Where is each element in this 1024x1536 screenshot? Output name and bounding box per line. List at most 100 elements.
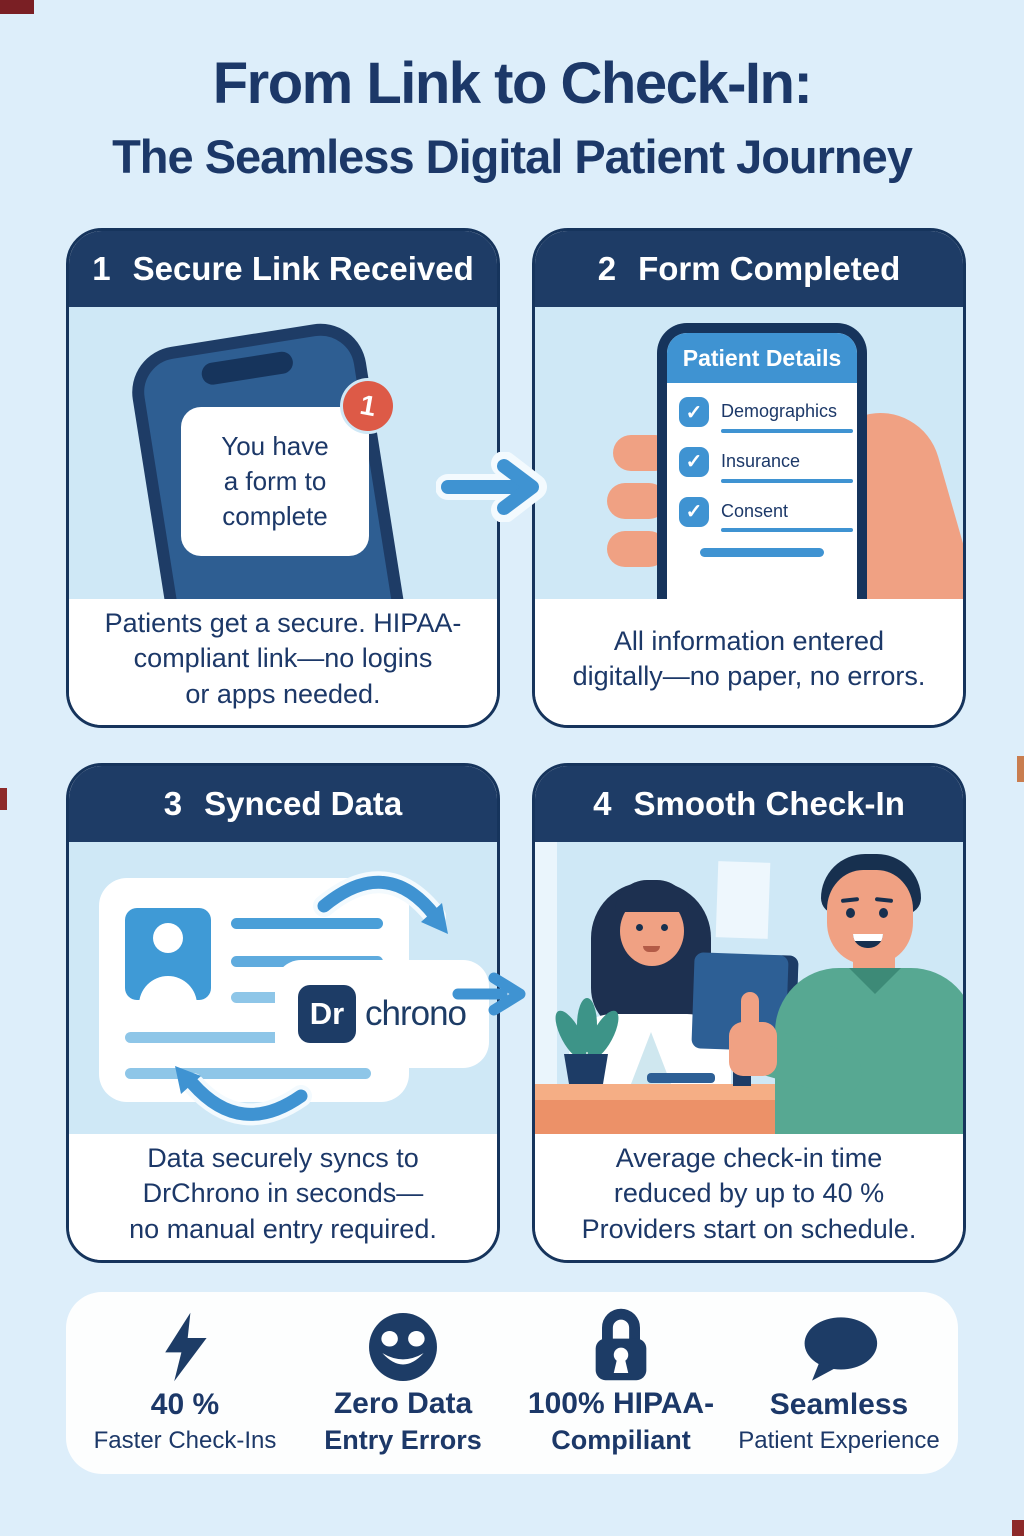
- step-1-header: 1 Secure Link Received: [69, 231, 497, 307]
- caption-line: Providers start on schedule.: [581, 1213, 917, 1244]
- stat-label: Faster Check-Ins: [93, 1426, 277, 1454]
- keyboard: [647, 1073, 715, 1083]
- title-line-2: The Seamless Digital Patient Journey: [112, 130, 913, 183]
- wall-frame: [715, 861, 771, 939]
- title-line-1: From Link to Check-In:: [212, 51, 813, 116]
- stat-label: Entry Errors: [324, 1425, 482, 1456]
- caption-line: or apps needed.: [185, 678, 381, 709]
- checkbox-checked-icon: ✓: [679, 397, 709, 427]
- notification-card: You have a form to complete: [181, 407, 369, 557]
- form-bottom-bar: [700, 548, 824, 558]
- notification-text-line: You have: [221, 431, 329, 461]
- step-2-caption: All information entered digitally—no pap…: [535, 599, 963, 725]
- checklist-item: ✓ Insurance: [679, 446, 857, 483]
- checklist-item: ✓ Demographics: [679, 397, 857, 433]
- step-1-illustration: You have a form to complete 1: [69, 307, 497, 599]
- field-underline: [721, 428, 853, 433]
- step-3-caption: Data securely syncs to DrChrono in secon…: [69, 1134, 497, 1260]
- flow-arrow-right-icon: [452, 972, 526, 1016]
- step-number: 3: [163, 785, 183, 822]
- step-3-header: 3 Synced Data: [69, 766, 497, 842]
- stat-value: Seamless: [769, 1388, 909, 1422]
- thumbs-up-icon: [741, 992, 759, 1030]
- artifact-mark: [1012, 1520, 1024, 1536]
- checklist-label: Demographics: [721, 401, 838, 421]
- record-text-line: [125, 1032, 363, 1043]
- desk-top: [535, 1084, 840, 1100]
- field-underline: [721, 528, 853, 533]
- receptionist-smile: [643, 946, 660, 952]
- step-title: Smooth Check-In: [633, 785, 905, 822]
- record-text-line: [125, 1068, 371, 1079]
- step-title: Form Completed: [638, 250, 901, 287]
- notification-text-line: complete: [222, 501, 328, 532]
- patient-face: [827, 870, 913, 964]
- sync-arrows-icon: [175, 871, 448, 1126]
- step-title: Synced Data: [204, 785, 403, 822]
- checklist-label: Consent: [721, 500, 789, 521]
- page-title: From Link to Check-In: The Seamless Digi…: [0, 50, 1024, 184]
- stat-value: 40 %: [150, 1388, 220, 1422]
- flow-arrow-right-icon: [436, 452, 547, 522]
- wall-strip: [535, 842, 557, 1134]
- stats-bar: 40 % Faster Check-Ins Zero Data Entry Er…: [66, 1292, 958, 1474]
- step-number: 4: [593, 785, 612, 822]
- lock-icon: [588, 1308, 654, 1382]
- artifact-mark: [0, 0, 34, 14]
- artifact-mark: [1017, 756, 1024, 782]
- stat-hipaa: 100% HIPAA- Compiliant: [512, 1292, 730, 1474]
- stat-faster-checkins: 40 % Faster Check-Ins: [76, 1292, 294, 1474]
- notification-text-line: a form to: [223, 466, 327, 497]
- drchrono-logo-text: chrono: [364, 994, 467, 1033]
- step-4-caption: Average check-in time reduced by up to 4…: [535, 1134, 963, 1260]
- caption-line: no manual entry required.: [129, 1213, 437, 1244]
- stat-zero-errors: Zero Data Entry Errors: [294, 1292, 512, 1474]
- artifact-mark: [0, 788, 7, 810]
- checkbox-checked-icon: ✓: [679, 446, 709, 477]
- avatar: [125, 908, 211, 1000]
- step-card-synced-data: 3 Synced Data: [66, 763, 500, 1263]
- caption-line: Average check-in time: [615, 1143, 883, 1174]
- caption-line: digitally—no paper, no errors.: [572, 661, 926, 691]
- caption-line: DrChrono in seconds—: [142, 1178, 424, 1209]
- drchrono-logo-mark: Dr: [297, 985, 356, 1043]
- step-4-illustration: [535, 842, 963, 1134]
- patient-eye: [879, 908, 888, 918]
- lightning-icon: [156, 1311, 214, 1383]
- step-2-header: 2 Form Completed: [535, 231, 963, 307]
- caption-line: Data securely syncs to: [147, 1143, 419, 1174]
- smiley-icon: [368, 1310, 438, 1382]
- step-card-form-completed: 2 Form Completed Patient Details ✓ Demog…: [532, 228, 966, 728]
- drchrono-logo: Dr chrono: [275, 960, 489, 1068]
- avatar-head: [153, 923, 183, 953]
- patient-eye: [846, 908, 855, 918]
- caption-line: Patients get a secure. HIPAA-: [104, 608, 462, 639]
- step-2-illustration: Patient Details ✓ Demographics ✓ Insuran…: [535, 307, 963, 599]
- patient-smile: [853, 934, 883, 948]
- phone-form-screen: Patient Details ✓ Demographics ✓ Insuran…: [657, 323, 867, 599]
- checkbox-checked-icon: ✓: [679, 496, 709, 527]
- checklist-label: Insurance: [721, 450, 801, 471]
- checklist-item: ✓ Consent: [679, 496, 857, 533]
- record-text-line: [231, 918, 383, 929]
- receptionist-eye: [661, 924, 668, 931]
- stat-label: Compiliant: [551, 1425, 691, 1456]
- caption-line: compliant link—no logins: [133, 643, 433, 674]
- stat-value: Zero Data: [333, 1386, 473, 1420]
- step-card-smooth-checkin: 4 Smooth Check-In: [532, 763, 966, 1263]
- step-4-header: 4 Smooth Check-In: [535, 766, 963, 842]
- step-number: 1: [92, 250, 111, 287]
- field-underline: [721, 478, 853, 483]
- receptionist-eye: [636, 924, 643, 931]
- step-card-secure-link: 1 Secure Link Received You have a form t…: [66, 228, 500, 728]
- step-number: 2: [597, 250, 617, 287]
- step-title: Secure Link Received: [132, 250, 474, 287]
- form-title: Patient Details: [667, 333, 857, 383]
- speech-bubble-icon: [799, 1311, 879, 1383]
- step-1-caption: Patients get a secure. HIPAA- compliant …: [69, 599, 497, 725]
- caption-line: reduced by up to 40 %: [613, 1178, 885, 1209]
- step-3-illustration: Dr chrono: [69, 842, 497, 1134]
- stat-seamless: Seamless Patient Experience: [730, 1292, 948, 1474]
- patient-fist: [729, 1022, 777, 1076]
